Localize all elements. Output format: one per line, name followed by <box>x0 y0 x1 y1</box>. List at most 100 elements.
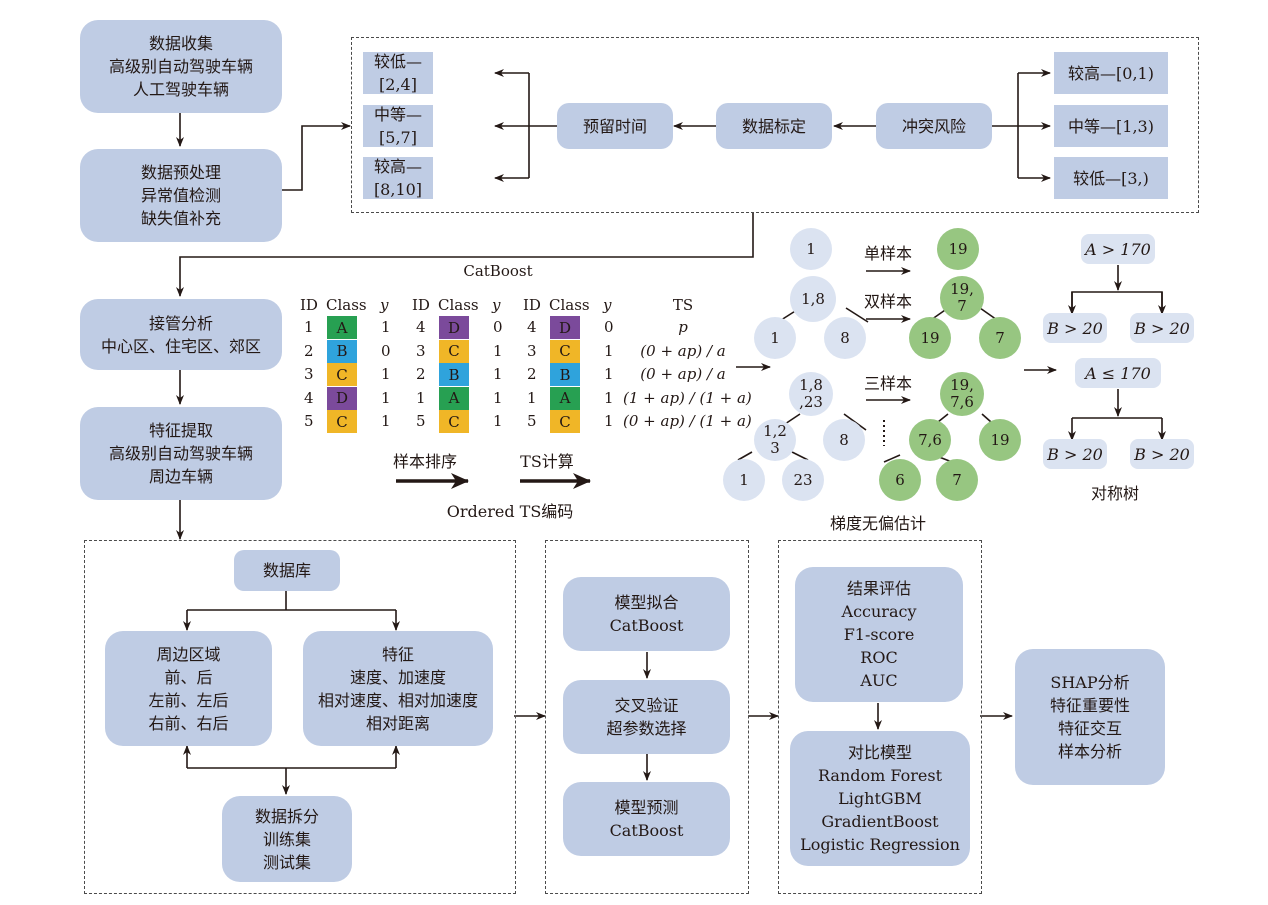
row-y: 1 <box>381 388 391 407</box>
row-y: 1 <box>381 318 391 336</box>
preprocess-title: 数据预处理 <box>140 163 221 182</box>
node-label: 19 <box>948 239 968 258</box>
row-id: 2 <box>304 341 314 360</box>
preprocess-line: 异常值检测 <box>140 186 221 205</box>
tree-node-green: 19 <box>909 317 951 359</box>
tree-node-blue: 1 <box>754 317 796 359</box>
reserve-time-label: 预留时间 <box>582 116 647 136</box>
results-line: F1-score <box>843 625 915 644</box>
row-y: 1 <box>604 341 614 360</box>
tree-node-green: 7 <box>979 317 1021 359</box>
tree-node-blue: 8 <box>823 419 865 461</box>
data-collection-title: 数据收集 <box>148 34 213 53</box>
reserve-level-low: 较低—[2,4] <box>363 52 433 94</box>
node-label: 1,8 <box>801 289 825 308</box>
compare-line: Random Forest <box>817 766 942 785</box>
model-fit-line: CatBoost <box>609 616 684 635</box>
row-id: 4 <box>304 388 314 407</box>
takeover-title: 接管分析 <box>148 313 213 333</box>
risk-level-high: 较高—[0,1) <box>1054 52 1168 94</box>
reserve-level-high: 较高—[8,10] <box>363 157 433 199</box>
header-id: ID <box>412 296 430 314</box>
row-y: 1 <box>493 412 503 430</box>
reserve-time-box: 预留时间 <box>557 103 673 149</box>
sym-root-2-label: A ≤ 170 <box>1085 363 1151 383</box>
row-y: 1 <box>493 341 503 360</box>
header-y: y <box>380 296 389 314</box>
header-ts: TS <box>672 296 694 314</box>
features-line: 速度、加速度 <box>349 667 446 687</box>
row-id: 4 <box>416 318 426 336</box>
node-label: 1 <box>739 470 749 489</box>
features-box: 特征 速度、加速度 相对速度、相对加速度 相对距离 <box>303 631 493 746</box>
row-id: 3 <box>304 365 314 383</box>
sym-leaf-label: B > 20 <box>1134 318 1190 338</box>
feature-extraction-line: 周边车辆 <box>148 467 213 486</box>
row-id: 5 <box>527 412 537 430</box>
header-class: Class <box>549 296 590 314</box>
compare-line: LightGBM <box>838 789 922 808</box>
tree-node-blue: 1 <box>723 459 765 501</box>
row-id: 1 <box>304 318 314 336</box>
class-cell: B <box>439 363 469 386</box>
node-label: 7,6 <box>918 430 942 449</box>
model-group <box>545 540 749 894</box>
header-id: ID <box>523 296 541 314</box>
row-id: 1 <box>416 388 426 407</box>
shap-title: SHAP分析 <box>1050 673 1130 692</box>
ts-value: (1 + ap) / (1 + a) <box>623 388 752 407</box>
risk-level-mid: 中等—[1,3) <box>1054 105 1168 147</box>
class-cell: C <box>327 410 357 433</box>
shap-line: 样本分析 <box>1057 742 1122 761</box>
shap-line: 特征重要性 <box>1049 696 1130 715</box>
row-id: 2 <box>527 365 537 383</box>
row-y: 0 <box>604 318 614 336</box>
node-label: 19 <box>990 430 1010 449</box>
conflict-risk-label: 冲突风险 <box>901 116 966 136</box>
conflict-risk-box: 冲突风险 <box>876 103 992 149</box>
calibration-label: 数据标定 <box>741 116 806 136</box>
data-collection-box: 数据收集 高级别自动驾驶车辆 人工驾驶车辆 <box>80 20 282 113</box>
row-y: 1 <box>604 388 614 407</box>
sym-leaf: B > 20 <box>1130 313 1194 343</box>
risk-level-low: 较低—[3,) <box>1054 157 1168 199</box>
model-predict-title: 模型预测 <box>614 798 679 817</box>
results-line: AUC <box>860 671 898 690</box>
class-cell: A <box>550 386 580 410</box>
class-cell: C <box>550 410 580 433</box>
results-title: 结果评估 <box>846 579 911 598</box>
header-class: Class <box>326 296 367 314</box>
tree-node-green: 19,7,6 <box>940 372 984 416</box>
tree-node-blue: 1,8,23 <box>789 372 833 416</box>
double-sample-label: 双样本 <box>863 292 912 311</box>
class-cell: C <box>439 410 469 433</box>
node-label: 7 <box>957 297 967 315</box>
ts-value: (0 + ap) / (1 + a) <box>623 412 752 430</box>
sym-root-1-label: A > 170 <box>1085 239 1151 259</box>
class-cell: C <box>327 363 357 386</box>
node-label: 7 <box>995 328 1005 347</box>
row-y: 1 <box>381 412 391 430</box>
node-label: 19 <box>920 328 940 347</box>
data-split-box: 数据拆分 训练集 测试集 <box>222 796 352 882</box>
compare-line: GradientBoost <box>821 812 939 831</box>
header-y: y <box>492 296 501 314</box>
reserve-level-low-label: 较低—[2,4] <box>373 52 422 94</box>
features-title: 特征 <box>381 644 414 664</box>
class-cell: A <box>439 386 469 410</box>
feature-extraction-box: 特征提取 高级别自动驾驶车辆 周边车辆 <box>80 407 282 500</box>
model-fit-title: 模型拟合 <box>614 593 679 612</box>
class-cell: C <box>439 339 469 363</box>
model-predict-box: 模型预测 CatBoost <box>563 782 730 856</box>
single-sample-label: 单样本 <box>863 244 912 263</box>
row-id: 3 <box>416 341 426 360</box>
row-id: 1 <box>527 388 537 407</box>
preprocess-box: 数据预处理 异常值检测 缺失值补充 <box>80 149 282 242</box>
triple-sample-label: 三样本 <box>863 374 912 393</box>
row-y: 1 <box>604 412 614 430</box>
feature-extraction-title: 特征提取 <box>148 421 213 440</box>
sym-leaf: B > 20 <box>1043 439 1107 469</box>
reserve-level-high-label: 较高—[8,10] <box>373 157 423 199</box>
tree-node-blue: 8 <box>824 317 866 359</box>
